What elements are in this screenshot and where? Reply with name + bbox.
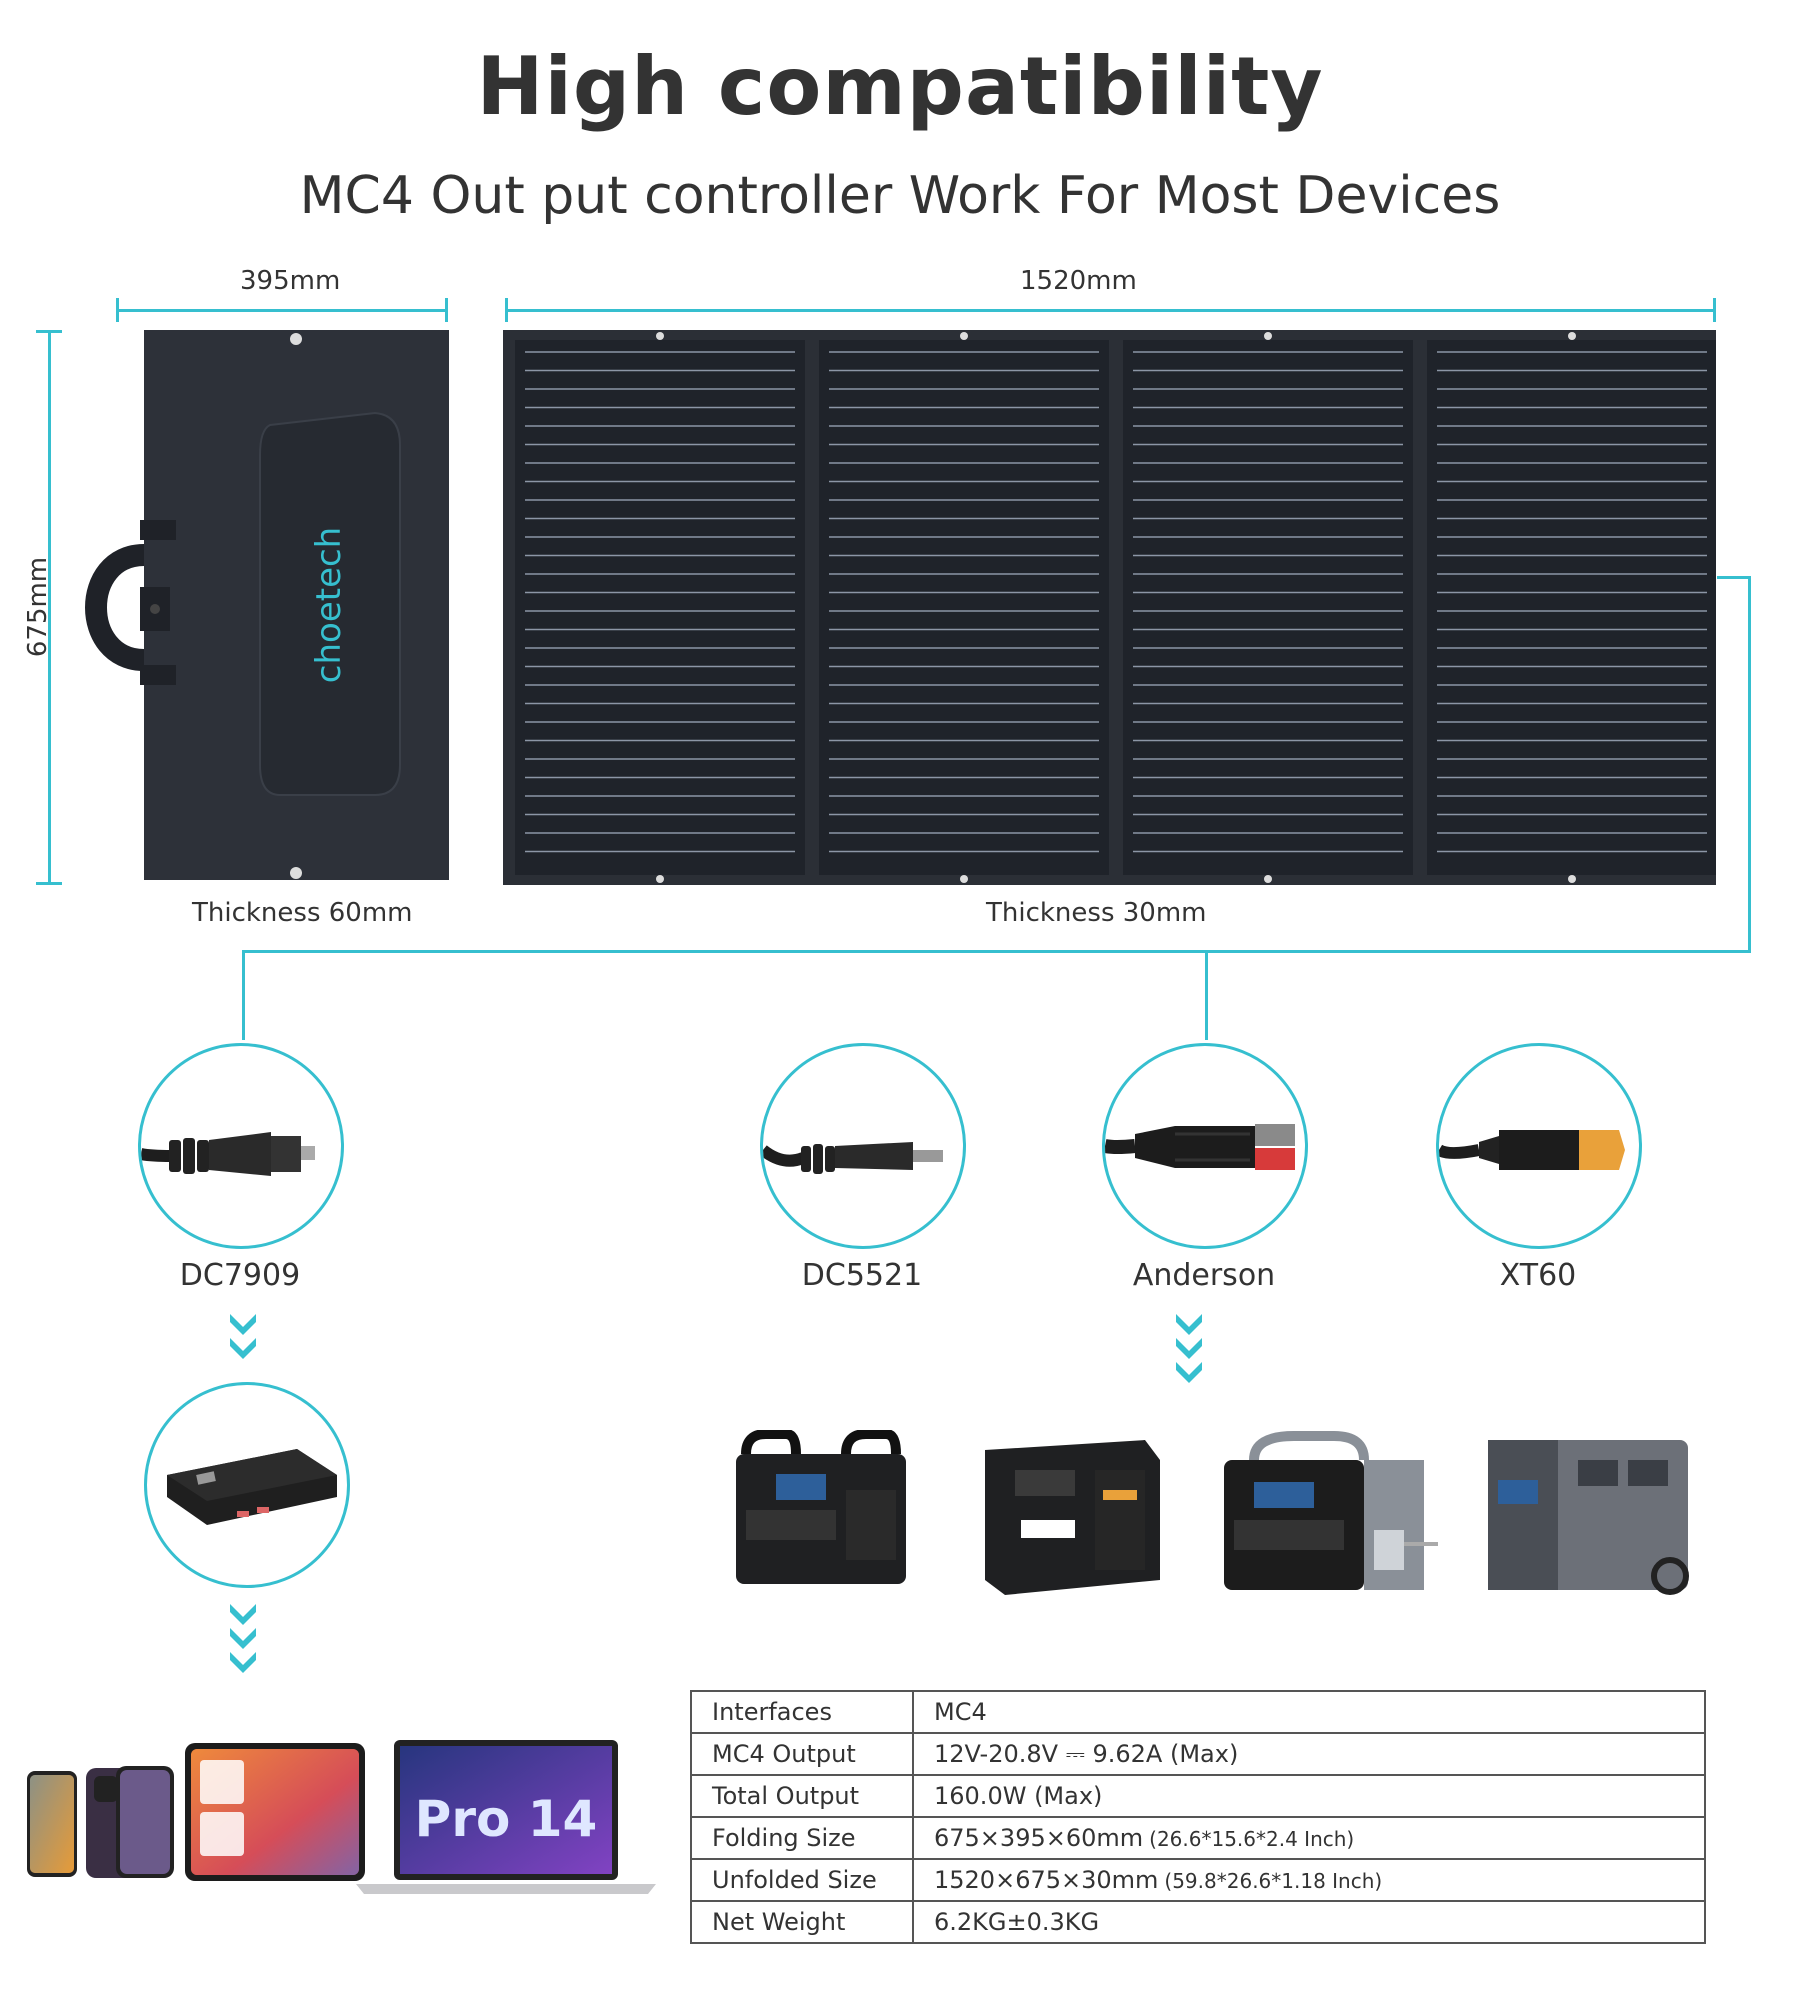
dc7909-connector	[138, 1043, 344, 1249]
anderson-connector	[1102, 1043, 1308, 1249]
table-row: Net Weight 6.2KG±0.3KG	[690, 1900, 1706, 1944]
spec-value-main: 1520×675×30mm	[934, 1866, 1159, 1894]
dim-tick	[36, 882, 62, 885]
spec-value-main: 6.2KG±0.3KG	[934, 1908, 1100, 1936]
chevron-down-icon	[1176, 1314, 1202, 1383]
power-station-icon	[985, 1440, 1160, 1595]
spec-key: Total Output	[690, 1774, 914, 1818]
power-station-icon	[1488, 1440, 1689, 1595]
spec-key: Unfolded Size	[690, 1858, 914, 1902]
grommet	[1264, 875, 1272, 883]
spec-value-main: 12V-20.8V ⎓ 9.62A (Max)	[934, 1740, 1239, 1768]
spec-value-main: MC4	[934, 1698, 987, 1726]
power-bank-icon	[167, 1449, 337, 1525]
spec-value-main: 675×395×60mm	[934, 1824, 1144, 1852]
connector-line	[242, 950, 1751, 953]
unfolded-width-line	[505, 309, 1715, 312]
grommet	[960, 875, 968, 883]
grommet	[1568, 875, 1576, 883]
phone-icon	[86, 1766, 174, 1878]
grommet	[1568, 332, 1576, 340]
dim-tick	[1713, 298, 1716, 322]
height-line	[48, 330, 51, 884]
laptop-screen-text: Pro 14	[415, 1790, 598, 1848]
page-title: High compatibility	[476, 40, 1324, 133]
spec-value-main: 160.0W (Max)	[934, 1782, 1103, 1810]
table-row: Interfaces MC4	[690, 1690, 1706, 1734]
grommet	[960, 332, 968, 340]
spec-key: Interfaces	[690, 1690, 914, 1734]
xt60-connector-icon	[1439, 1130, 1625, 1170]
spec-value-note: (26.6*15.6*2.4 Inch)	[1149, 1827, 1355, 1851]
dim-tick	[445, 298, 448, 322]
anderson-connector-icon	[1105, 1124, 1295, 1170]
brand-logo: choetech	[309, 527, 349, 683]
table-row: MC4 Output 12V-20.8V ⎓ 9.62A (Max)	[690, 1732, 1706, 1776]
spec-value: MC4	[912, 1690, 1706, 1734]
unfolded-thickness-label: Thickness 30mm	[986, 898, 1207, 928]
dc7909-connector-icon	[141, 1132, 315, 1176]
folded-thickness-label: Thickness 60mm	[192, 898, 413, 928]
power-bank-circle	[144, 1382, 350, 1588]
unfolded-solar-panel	[503, 330, 1716, 885]
spec-value: 6.2KG±0.3KG	[912, 1900, 1706, 1944]
dc5521-connector	[760, 1043, 966, 1249]
tablet-icon	[185, 1743, 365, 1881]
laptop-icon: Pro 14	[356, 1740, 656, 1894]
folded-width-line	[116, 309, 448, 312]
spec-key: Net Weight	[690, 1900, 914, 1944]
table-row: Total Output 160.0W (Max)	[690, 1774, 1706, 1818]
spec-value: 160.0W (Max)	[912, 1774, 1706, 1818]
solar-section	[1123, 340, 1413, 875]
anderson-label: Anderson	[1132, 1258, 1276, 1293]
solar-section	[515, 340, 805, 875]
spec-value: 12V-20.8V ⎓ 9.62A (Max)	[912, 1732, 1706, 1776]
chevron-down-icon	[230, 1314, 256, 1359]
chevron-down-icon	[230, 1604, 256, 1673]
xt60-label: XT60	[1499, 1258, 1577, 1293]
power-station-icon	[1224, 1431, 1438, 1590]
spec-value-note: (59.8*26.6*1.18 Inch)	[1164, 1869, 1383, 1893]
grommet	[656, 875, 664, 883]
dc5521-connector-icon	[763, 1142, 943, 1174]
power-station-icon	[736, 1430, 906, 1584]
spec-value: 1520×675×30mm(59.8*26.6*1.18 Inch)	[912, 1858, 1706, 1902]
dim-tick	[36, 330, 62, 333]
folded-width-label: 395mm	[240, 266, 341, 296]
connector-line	[1205, 950, 1208, 1040]
xt60-connector	[1436, 1043, 1642, 1249]
dc5521-label: DC5521	[801, 1258, 923, 1293]
unfolded-width-label: 1520mm	[1020, 266, 1137, 296]
dim-tick	[116, 298, 119, 322]
page-subtitle: MC4 Out put controller Work For Most Dev…	[299, 166, 1501, 226]
phone-icon	[27, 1771, 77, 1877]
solar-section	[1427, 340, 1716, 875]
grommet	[656, 332, 664, 340]
connector-line	[242, 950, 245, 1040]
connector-line	[1748, 576, 1751, 952]
dim-tick	[505, 298, 508, 322]
dc7909-label: DC7909	[179, 1258, 301, 1293]
connector-line	[1717, 576, 1751, 579]
height-label: 675mm	[23, 556, 54, 658]
spec-key: Folding Size	[690, 1816, 914, 1860]
folded-solar-panel: choetech	[85, 330, 449, 880]
solar-section	[819, 340, 1109, 875]
grommet	[1264, 332, 1272, 340]
spec-value: 675×395×60mm(26.6*15.6*2.4 Inch)	[912, 1816, 1706, 1860]
spec-key: MC4 Output	[690, 1732, 914, 1776]
